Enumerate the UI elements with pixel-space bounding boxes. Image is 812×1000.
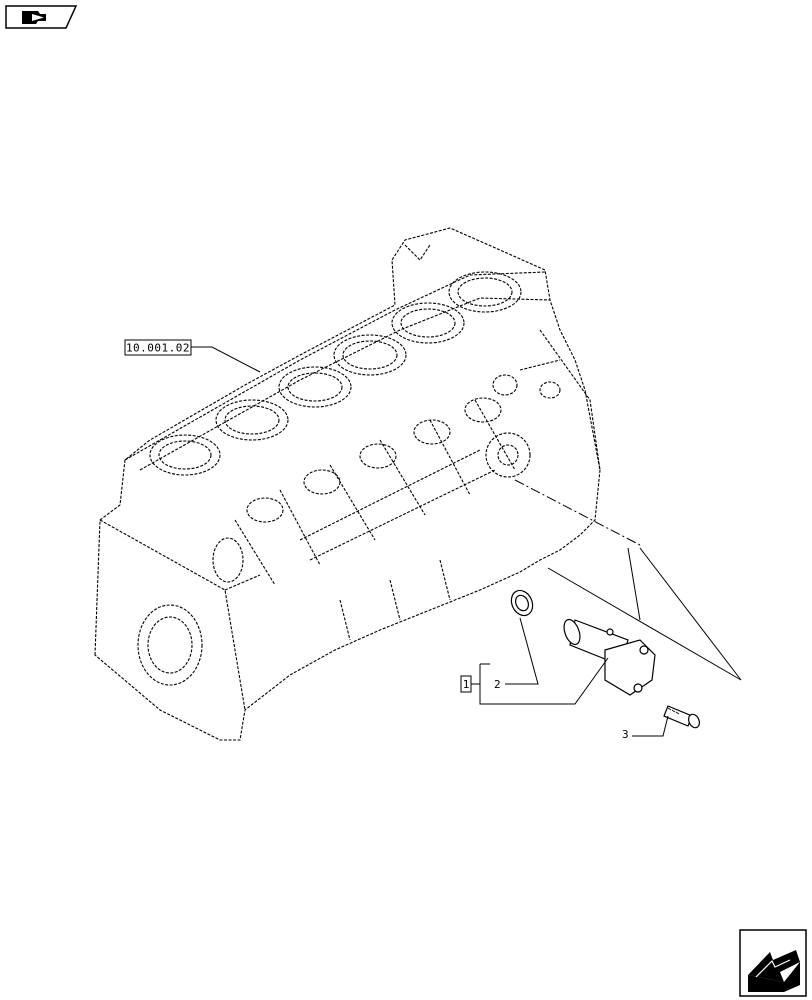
back-to-index-button[interactable] (5, 5, 78, 29)
next-page-arrow-icon (748, 950, 800, 992)
oil-pipe-with-flange (563, 618, 656, 696)
sealing-ring (510, 589, 534, 617)
reference-callout[interactable]: 10.001.02 (124, 339, 261, 373)
alignment-lines (514, 479, 742, 681)
callout-item-2[interactable]: 2 (480, 617, 609, 705)
reference-label: 10.001.02 (126, 342, 190, 355)
group-callout-label: 1 (463, 678, 470, 691)
book-arrow-icon (22, 11, 46, 24)
next-page-button[interactable] (739, 929, 807, 997)
callout-item-3[interactable]: 3 (622, 715, 669, 741)
callout-item-3-label: 3 (622, 728, 629, 741)
group-callout[interactable]: 1 (460, 663, 490, 705)
callout-item-2-label: 2 (494, 678, 501, 691)
engine-block (94, 227, 601, 741)
cap-screw (663, 705, 701, 729)
